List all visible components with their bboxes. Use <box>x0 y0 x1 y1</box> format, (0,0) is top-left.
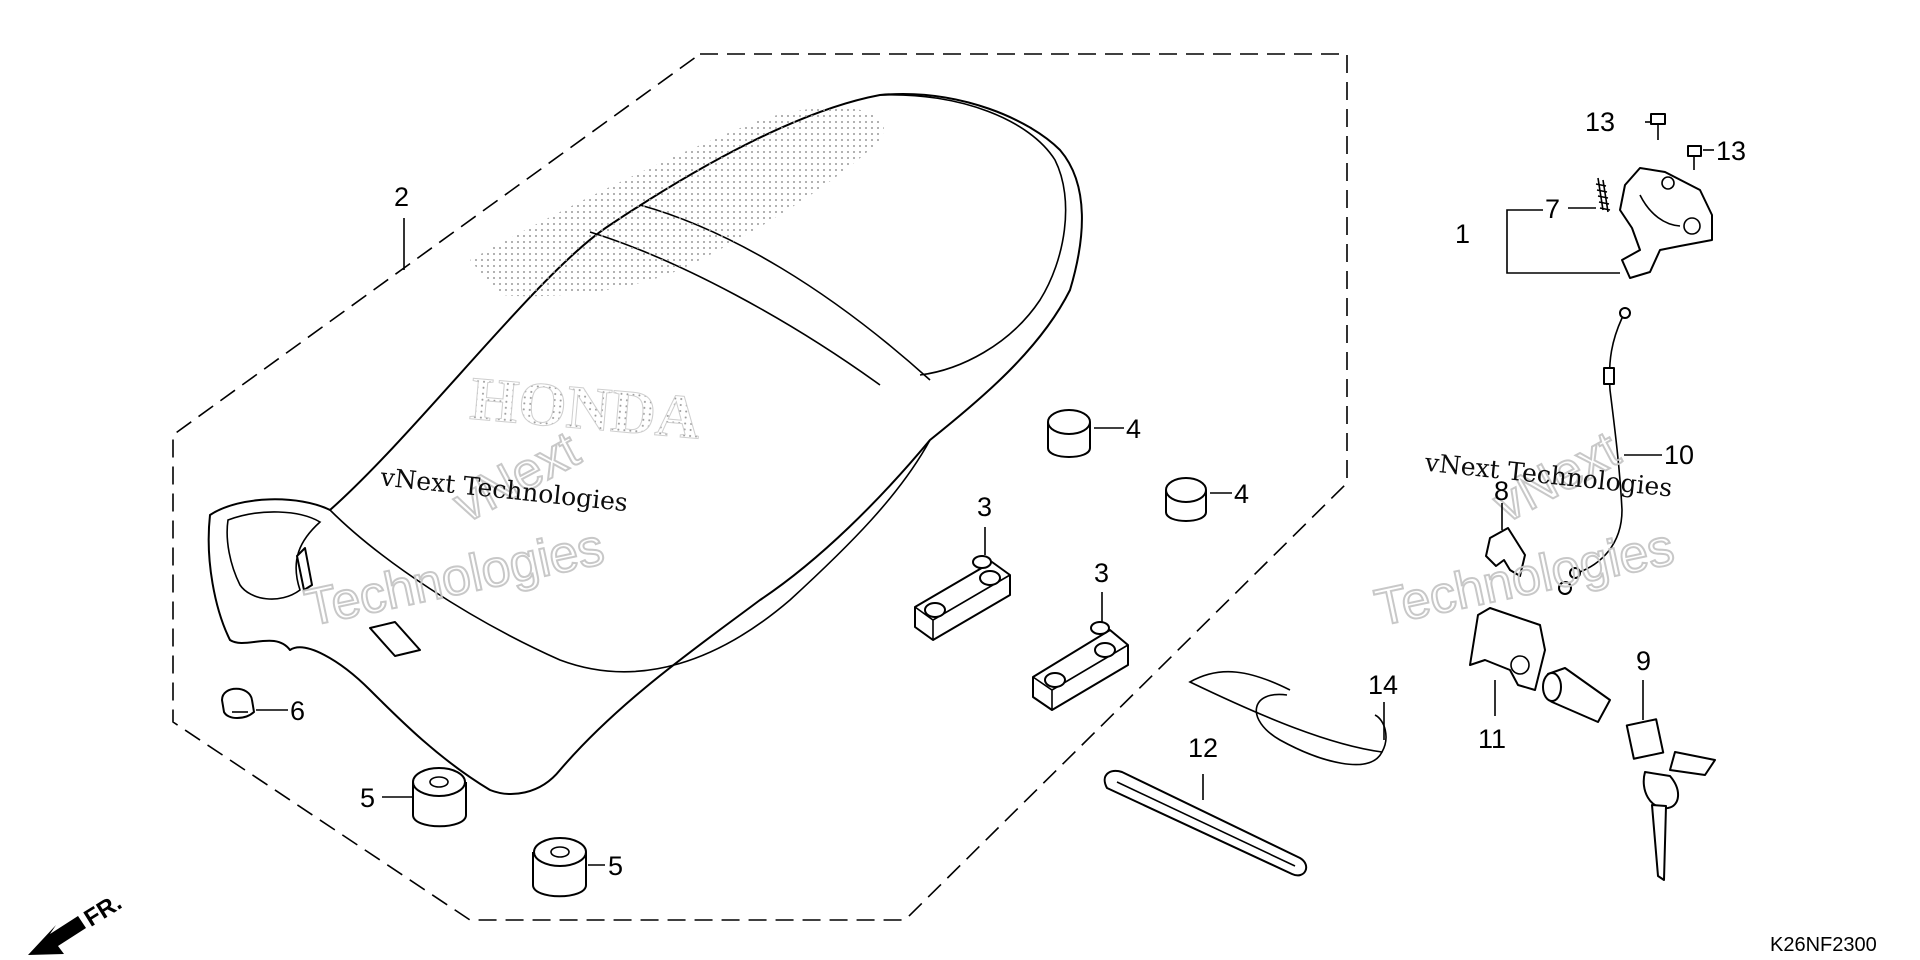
seat-hook <box>296 547 313 591</box>
seat: HONDA <box>207 93 1083 795</box>
cushion-5a <box>412 767 467 828</box>
callout-5-right: 5 <box>608 851 623 881</box>
callout-2: 2 <box>394 182 409 212</box>
callout-13-left: 13 <box>1585 107 1615 137</box>
spring-7 <box>1595 177 1611 213</box>
callout-3-upper: 3 <box>977 492 992 522</box>
callout-6: 6 <box>290 696 305 726</box>
front-marker-label: FR. <box>80 889 127 932</box>
callout-4-lower: 4 <box>1234 479 1249 509</box>
seat-inner-rim <box>226 511 322 600</box>
clip-8 <box>1485 527 1526 577</box>
callout-11: 11 <box>1478 724 1506 754</box>
callout-5-left: 5 <box>360 783 375 813</box>
seat-latch-1 <box>1619 167 1713 279</box>
clip-6 <box>221 687 255 719</box>
seat-edge-line <box>329 439 931 673</box>
cushion-4a <box>1047 409 1091 458</box>
callout-12: 12 <box>1188 733 1218 763</box>
cushion-4b <box>1165 477 1207 522</box>
key-set-9 <box>1542 667 1716 881</box>
front-direction-arrow: FR. <box>28 889 127 955</box>
callout-14: 14 <box>1368 670 1398 700</box>
callout-13-right: 13 <box>1716 136 1746 166</box>
diagram-code: K26NF2300 <box>1770 934 1877 956</box>
callout-4-upper: 4 <box>1126 414 1141 444</box>
cable-10 <box>1558 307 1631 595</box>
bracket-11 <box>1469 607 1546 691</box>
strap-12 <box>1103 769 1308 877</box>
assembly-boundary <box>172 53 1348 921</box>
seat-tab <box>369 621 421 657</box>
wire-holder-14 <box>1188 670 1387 766</box>
bolt-13a <box>1650 113 1666 140</box>
watermark-right: vNext Technologies vNext Technologies <box>1369 419 1680 639</box>
rubber-block-3b <box>1032 621 1129 711</box>
seat-rear-pad <box>879 94 1067 376</box>
bolt-13b <box>1687 145 1702 170</box>
seat-wing-logo <box>470 107 884 297</box>
callout-8: 8 <box>1494 476 1509 506</box>
callout-10: 10 <box>1664 440 1694 470</box>
callout-7: 7 <box>1545 194 1560 224</box>
cushion-5b <box>532 837 587 898</box>
callout-1: 1 <box>1455 219 1470 249</box>
callout-9: 9 <box>1636 646 1651 676</box>
leader-lines <box>256 121 1714 866</box>
callout-3-lower: 3 <box>1094 558 1109 588</box>
rubber-block-3a <box>914 555 1011 641</box>
